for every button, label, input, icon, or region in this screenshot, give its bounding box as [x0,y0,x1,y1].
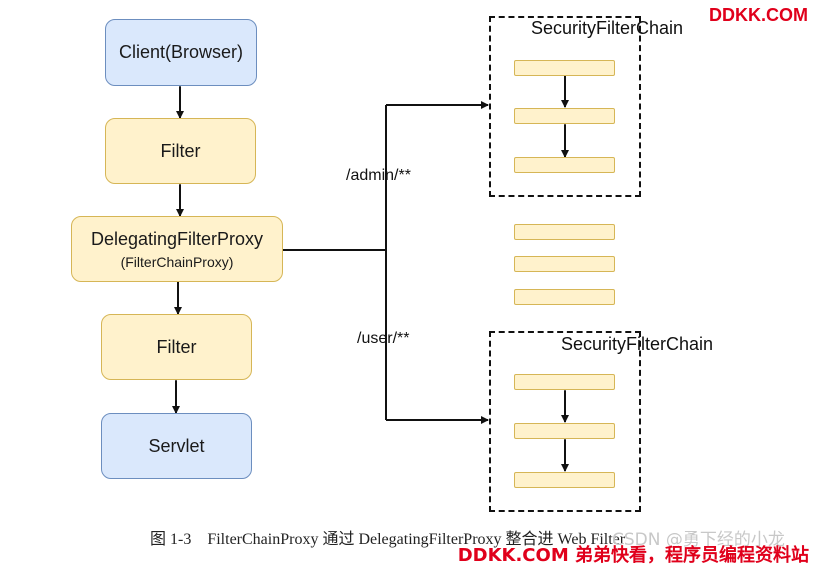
chain-bottom-title: SecurityFilterChain [561,334,714,354]
delegating-filter-proxy-node: DelegatingFilterProxy (FilterChainProxy) [71,216,283,282]
delegating-main-label: DelegatingFilterProxy [90,228,264,249]
client-browser-label: Client(Browser) [118,42,244,62]
middle-filter-1 [514,224,615,240]
middle-filter-3 [514,289,615,305]
filter-bottom-label: Filter [156,336,197,357]
chain-bottom-filter-3 [514,472,615,488]
chain-top-filter-3 [514,157,615,173]
chain-top-title: SecurityFilterChain [531,18,684,38]
ddkk-watermark-bottom: DDKK.COM 弟弟快看，程序员编程资料站 [457,545,809,566]
filter-node-top: Filter [105,118,256,184]
chain-top-filter-1 [514,60,615,76]
csdn-watermark: CSDN @勇下经的小龙 [612,530,785,550]
chain-bottom-filter-1 [514,374,615,390]
security-filter-chain-bottom [489,331,641,512]
servlet-label: Servlet [148,435,205,456]
figure-caption: 图 1-3 FilterChainProxy 通过 DelegatingFilt… [150,531,626,548]
ddkk-watermark-top: DDKK.COM [709,5,808,25]
filter-node-bottom: Filter [101,314,252,380]
middle-filter-2 [514,256,615,272]
chain-bottom-filter-2 [514,423,615,439]
chain-top-filter-2 [514,108,615,124]
filter-top-label: Filter [160,140,201,161]
servlet-node: Servlet [101,413,252,479]
client-browser-node: Client(Browser) [105,19,257,86]
delegating-sub-label: (FilterChainProxy) [120,253,234,270]
security-filter-chain-top [489,16,641,197]
route-label-user: /user/** [357,330,410,347]
route-label-admin: /admin/** [346,167,411,184]
